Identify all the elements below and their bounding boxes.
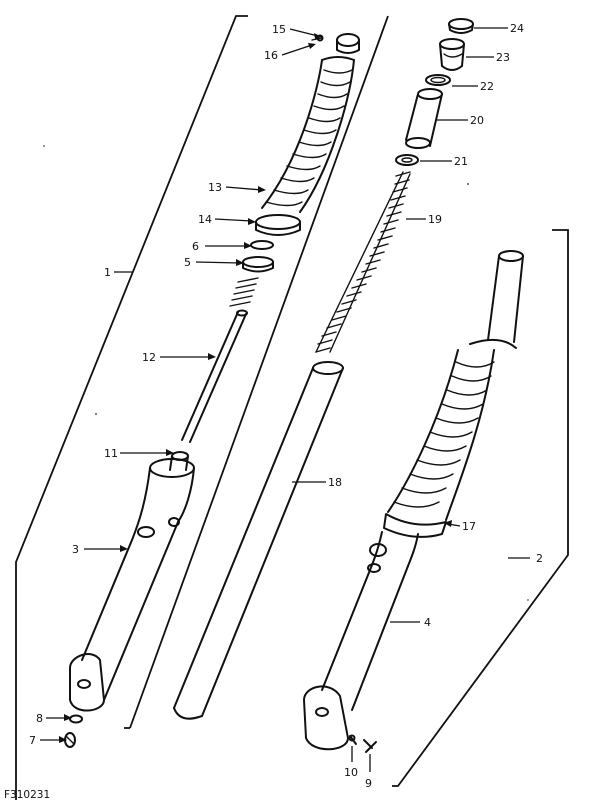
spacer-tube [405, 88, 443, 149]
callout-17: 17 [462, 520, 476, 533]
callout-12: 12 [142, 351, 156, 364]
callout-11: 11 [104, 447, 118, 460]
callout-1: 1 [104, 266, 111, 279]
background-specks [43, 145, 529, 601]
callout-numbers: 15 16 13 14 6 5 1 12 11 3 8 7 18 4 17 2 … [29, 22, 543, 790]
callout-6: 6 [192, 240, 199, 253]
callout-4: 4 [424, 616, 431, 629]
callout-5: 5 [184, 256, 191, 269]
boot-clamp [255, 214, 301, 236]
callout-10: 10 [344, 766, 358, 779]
callout-19: 19 [428, 213, 442, 226]
callout-9: 9 [365, 777, 372, 790]
callout-2: 2 [536, 552, 543, 565]
inner-tube [173, 361, 344, 720]
o-ring [425, 74, 451, 86]
right-fork-assembly-bracket [392, 229, 569, 787]
fork-seal-set [242, 240, 274, 273]
axle-pinch-bolt-washer [348, 734, 377, 753]
callout-20: 20 [470, 114, 484, 127]
callout-16: 16 [264, 49, 278, 62]
callout-22: 22 [480, 80, 494, 93]
rebound-spring [229, 277, 259, 307]
callout-15: 15 [272, 23, 286, 36]
callout-23: 23 [496, 51, 510, 64]
leader-lines [40, 27, 530, 772]
callout-24: 24 [510, 22, 524, 35]
spring-seat-washer [395, 154, 419, 166]
fork-spring [315, 171, 411, 353]
callout-13: 13 [208, 181, 222, 194]
callout-14: 14 [198, 213, 212, 226]
callout-7: 7 [29, 734, 36, 747]
outer-tube-left [69, 458, 195, 712]
damper-rod [181, 309, 248, 443]
callout-8: 8 [36, 712, 43, 725]
diagram-code: F310231 [4, 789, 50, 800]
fork-cap [448, 18, 474, 34]
left-fork-assembly-bracket [15, 15, 389, 800]
dust-boot-left [261, 56, 355, 213]
callout-18: 18 [328, 476, 342, 489]
drain-bolt-washer [64, 714, 83, 748]
callout-3: 3 [72, 543, 79, 556]
fork-plug [439, 38, 465, 71]
right-fork-leg [303, 250, 524, 751]
callout-21: 21 [454, 155, 468, 168]
